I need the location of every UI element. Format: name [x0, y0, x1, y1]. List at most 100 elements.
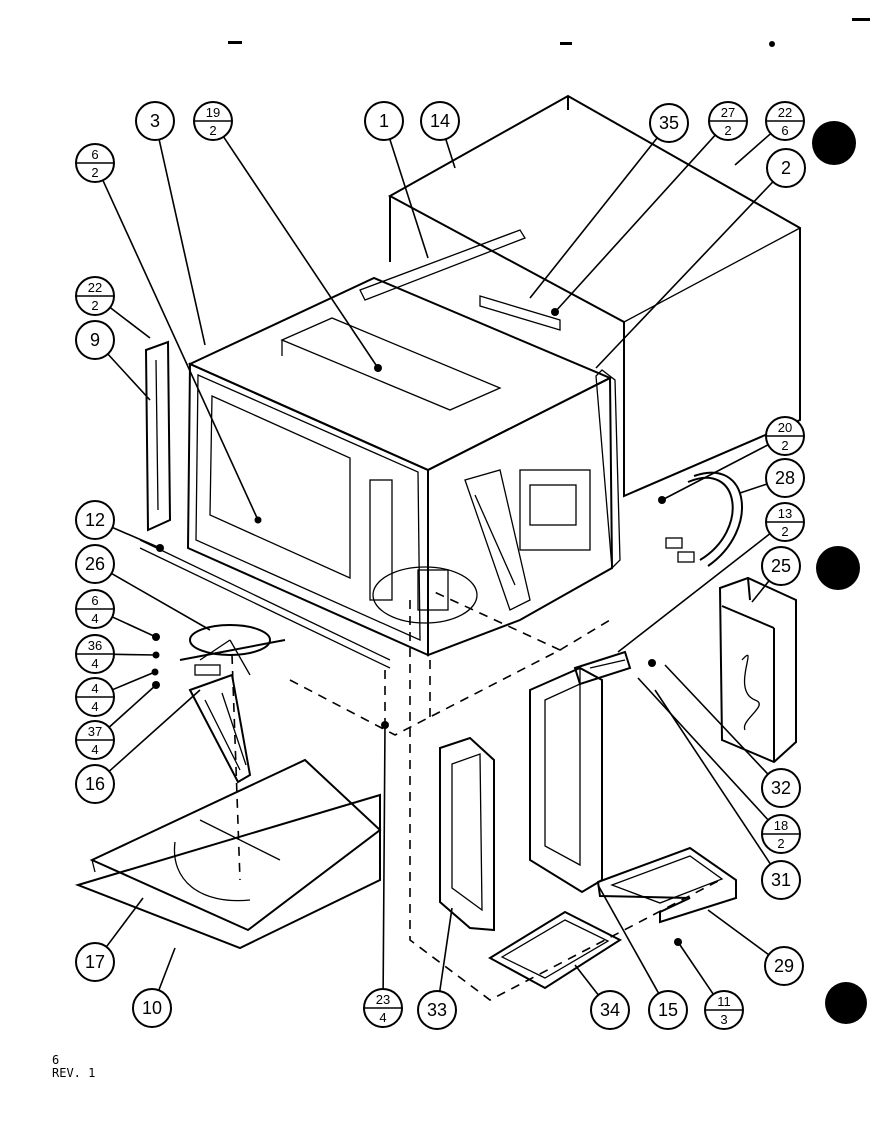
callout-denominator: 2	[91, 298, 98, 313]
callout-circle	[764, 946, 804, 986]
callout-32: 32	[761, 768, 801, 808]
callout-27-over-2: 272	[708, 101, 748, 141]
callout-denominator: 4	[91, 656, 98, 671]
leader-c26	[111, 572, 211, 631]
leader-c15	[597, 884, 660, 994]
leader-c34	[574, 964, 599, 996]
callout-number: 2	[781, 158, 791, 178]
callout-denominator: 2	[781, 524, 788, 539]
callout-28: 28	[765, 458, 805, 498]
callout-number: 17	[85, 952, 105, 972]
callout-number: 35	[659, 113, 679, 133]
base-pan	[74, 758, 382, 950]
callout-number: 28	[775, 468, 795, 488]
callout-number: 29	[774, 956, 794, 976]
leader-c31	[654, 689, 772, 865]
callout-number: 16	[85, 774, 105, 794]
callout-leader-lines	[102, 132, 774, 996]
callout-circle	[75, 942, 115, 982]
callout-6-over-2: 62	[75, 143, 115, 183]
leader-f22_2	[109, 306, 151, 339]
wire-harness	[665, 471, 743, 567]
leader-c33	[438, 907, 453, 992]
callout-circle	[417, 990, 457, 1030]
leader-c35	[529, 137, 658, 299]
callout-denominator: 2	[724, 123, 731, 138]
leader-c12	[112, 526, 161, 549]
callout-denominator: 2	[781, 438, 788, 453]
callout-number: 34	[600, 1000, 620, 1020]
leader-f6_2	[102, 179, 259, 521]
callout-4-over-4: 44	[75, 677, 115, 717]
callout-36-over-4: 364	[75, 634, 115, 674]
callout-29: 29	[764, 946, 804, 986]
callout-numerator: 18	[774, 818, 788, 833]
callout-22-over-2: 222	[75, 276, 115, 316]
leader-f18_2	[637, 677, 769, 821]
leader-f20_2	[661, 444, 769, 501]
callout-circle	[132, 988, 172, 1028]
callout-number: 33	[427, 1000, 447, 1020]
callout-numerator: 4	[91, 681, 98, 696]
callout-circle	[766, 148, 806, 188]
leader-f22_6	[734, 132, 772, 166]
control-box	[718, 576, 797, 764]
latch-bracket	[573, 650, 632, 686]
leader-c10	[158, 947, 176, 991]
leader-c14	[445, 138, 456, 169]
leader-f27_2	[554, 134, 716, 313]
leader-c1	[389, 138, 429, 259]
callout-number: 1	[379, 111, 389, 131]
callout-12: 12	[75, 500, 115, 540]
callout-numerator: 13	[778, 506, 792, 521]
leader-c9	[107, 353, 151, 401]
callout-circle	[761, 768, 801, 808]
callout-22-over-6: 226	[765, 101, 805, 141]
callout-number: 3	[150, 111, 160, 131]
callout-circle	[420, 101, 460, 141]
leader-c28	[739, 483, 768, 494]
callout-20-over-2: 202	[765, 416, 805, 456]
callout-numerator: 6	[91, 593, 98, 608]
callout-number: 25	[771, 556, 791, 576]
callout-denominator: 2	[777, 836, 784, 851]
leader-f11_3	[677, 941, 715, 995]
callout-number: 31	[771, 870, 791, 890]
callout-denominator: 4	[91, 699, 98, 714]
callout-10: 10	[132, 988, 172, 1028]
callout-circle	[761, 860, 801, 900]
callout-23-over-4: 234	[363, 988, 403, 1028]
callout-19-over-2: 192	[193, 101, 233, 141]
callout-13-over-2: 132	[765, 502, 805, 542]
oven-cavity	[139, 229, 621, 669]
callout-number: 9	[90, 330, 100, 350]
callout-circle	[765, 458, 805, 498]
leader-c16	[108, 689, 201, 772]
leader-f23_4	[382, 724, 386, 990]
leader-f6_4	[111, 616, 157, 638]
leader-c17	[105, 897, 144, 948]
callout-25: 25	[761, 546, 801, 586]
callout-denominator: 4	[379, 1010, 386, 1025]
callout-denominator: 2	[209, 123, 216, 138]
leader-c25	[751, 580, 770, 603]
callout-number: 10	[142, 998, 162, 1018]
callout-number: 14	[430, 111, 450, 131]
callout-number: 32	[771, 778, 791, 798]
callout-numerator: 19	[206, 105, 220, 120]
callout-numerator: 27	[721, 105, 735, 120]
callout-34: 34	[590, 990, 630, 1030]
callout-37-over-4: 374	[75, 720, 115, 760]
revision-label: REV. 1	[52, 1066, 96, 1080]
door-frame	[529, 666, 603, 894]
callout-circle	[75, 764, 115, 804]
page-number: 6	[52, 1053, 60, 1067]
callout-15: 15	[648, 990, 688, 1030]
callout-circle	[364, 101, 404, 141]
callout-numerator: 6	[91, 147, 98, 162]
callout-26: 26	[75, 544, 115, 584]
side-panel	[144, 340, 172, 532]
callout-denominator: 2	[91, 165, 98, 180]
leader-f19_2	[222, 136, 379, 369]
